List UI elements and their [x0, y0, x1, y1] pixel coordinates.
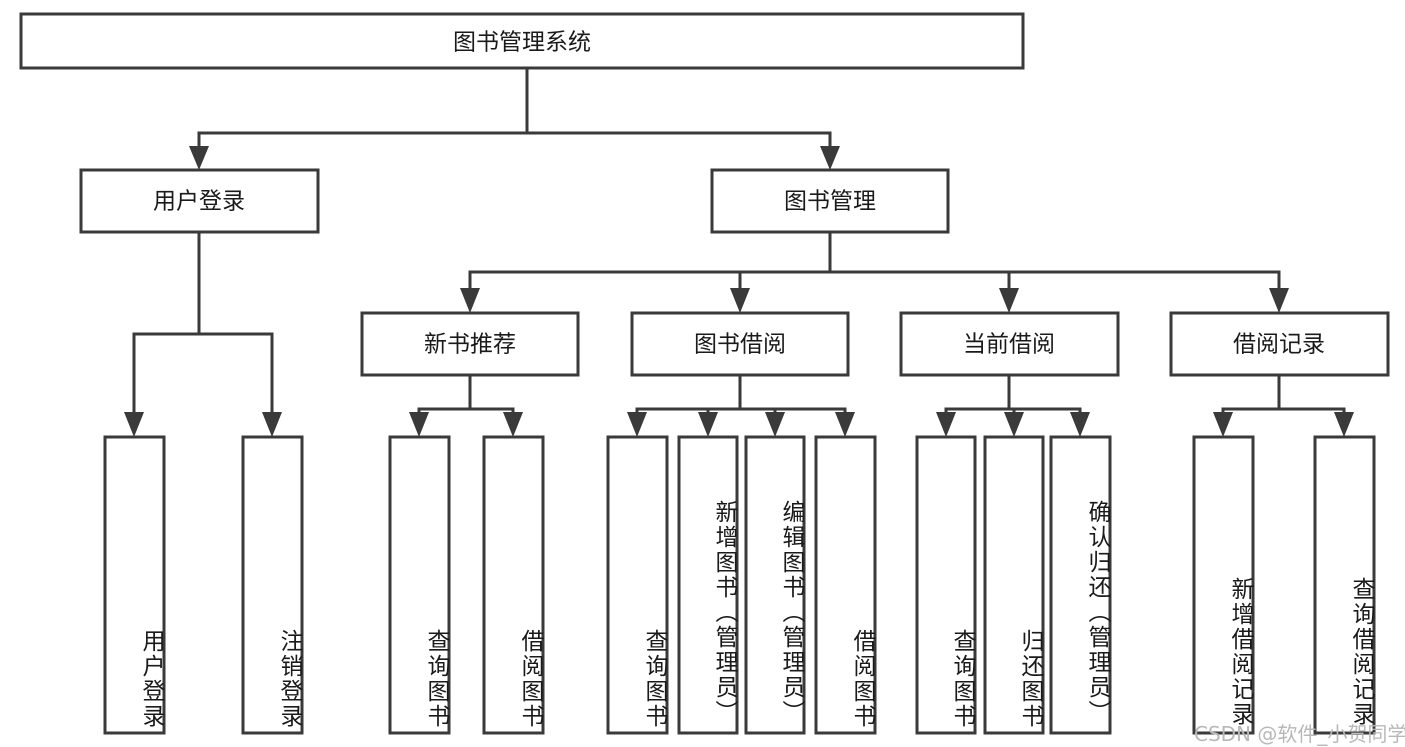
- connector-group-userlogin-to-leaves: [124, 230, 282, 437]
- node-leaf-borrow-book-new[interactable]: [482, 435, 545, 735]
- node-level2-user-login-label: 用户登录: [153, 189, 245, 215]
- node-leaf-user-login[interactable]: [103, 435, 166, 735]
- arrow-head-icon: [627, 412, 647, 437]
- node-level3-current-borrow-label: 当前借阅: [963, 332, 1055, 358]
- arrow-head-icon: [409, 412, 429, 437]
- node-leaf-query-book-borrow[interactable]: [606, 435, 669, 735]
- connector-group-bookmgmt-to-level3: [460, 230, 1289, 313]
- connector-group-borrow-to-leaves: [627, 373, 855, 437]
- arrow-head-icon: [936, 412, 956, 437]
- arrow-head-icon: [1334, 412, 1354, 437]
- node-level3-new-book-recommend-label: 新书推荐: [424, 332, 516, 358]
- node-leaf-borrow-book[interactable]: [814, 435, 877, 735]
- node-root-label: 图书管理系统: [453, 30, 591, 56]
- node-level2-book-management-label: 图书管理: [784, 189, 876, 215]
- connector-group-newbook-to-leaves: [409, 373, 523, 437]
- arrow-head-icon: [999, 288, 1019, 313]
- arrow-head-icon: [1070, 412, 1090, 437]
- node-level3-current-borrow[interactable]: [899, 311, 1120, 377]
- node-leaf-query-borrow-record[interactable]: [1313, 435, 1376, 735]
- connector-group-record-to-leaves: [1213, 373, 1354, 437]
- arrow-head-icon: [460, 288, 480, 313]
- arrow-head-icon: [835, 412, 855, 437]
- node-level3-borrow-record-label: 借阅记录: [1233, 332, 1325, 358]
- arrow-head-icon: [189, 146, 209, 170]
- arrow-head-icon: [124, 412, 144, 437]
- node-leaf-confirm-return-admin[interactable]: [1049, 435, 1112, 735]
- watermark: CSDN @软件_小贺同学: [1194, 722, 1405, 746]
- node-level2-book-management[interactable]: [710, 168, 950, 234]
- node-level3-book-borrow-label: 图书借阅: [694, 332, 786, 358]
- arrow-head-icon: [820, 146, 840, 170]
- node-root[interactable]: [19, 12, 1025, 70]
- connector-group-current-to-leaves: [936, 373, 1090, 437]
- node-level3-new-book-recommend[interactable]: [360, 311, 580, 377]
- arrow-head-icon: [1004, 412, 1024, 437]
- arrow-head-icon: [503, 412, 523, 437]
- arrow-head-icon: [1269, 288, 1289, 313]
- node-leaf-edit-book-admin[interactable]: [744, 435, 806, 735]
- node-leaf-query-book-current[interactable]: [915, 435, 977, 735]
- arrow-head-icon: [730, 288, 750, 313]
- arrow-head-icon: [765, 412, 785, 437]
- node-level3-book-borrow[interactable]: [630, 311, 850, 377]
- arrow-head-icon: [1213, 412, 1233, 437]
- node-leaf-add-borrow-record[interactable]: [1192, 435, 1255, 735]
- node-leaf-add-book-admin[interactable]: [677, 435, 739, 735]
- node-leaf-query-book-new[interactable]: [388, 435, 451, 735]
- node-leaf-logout[interactable]: [241, 435, 304, 735]
- node-level2-user-login[interactable]: [79, 168, 320, 234]
- connector-group-root-to-level2: [189, 66, 840, 170]
- arrow-head-icon: [698, 412, 718, 437]
- node-level3-borrow-record[interactable]: [1169, 311, 1390, 377]
- node-leaf-return-book[interactable]: [983, 435, 1045, 735]
- arrow-head-icon: [262, 412, 282, 437]
